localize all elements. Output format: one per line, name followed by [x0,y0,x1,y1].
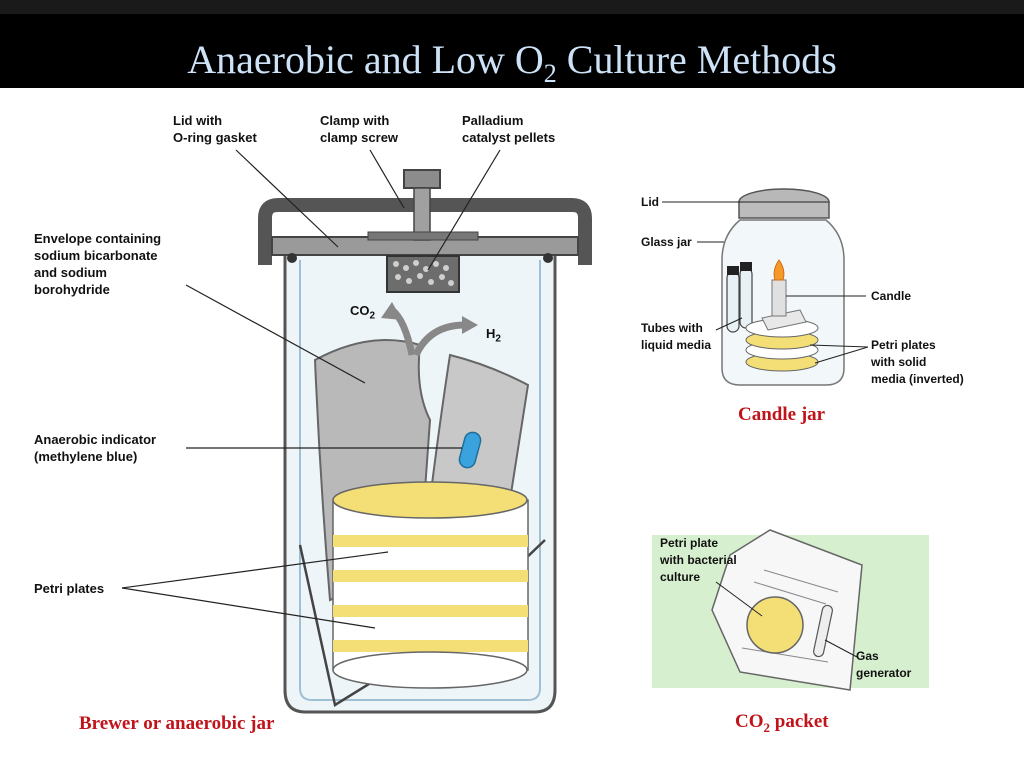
palladium-basket [386,255,460,293]
label-candle-lid: Lid [641,195,659,209]
title-bar: Anaerobic and Low O2 Culture Methods [0,0,1024,88]
label-glass-jar: Glass jar [641,235,692,249]
caption-co2-packet: CO2 packet [735,711,829,735]
label-candle: Candle [871,289,912,303]
label-clamp-screw: Clamp with clamp screw [320,113,399,145]
label-anaerobic-indicator: Anaerobic indicator (methylene blue) [34,432,157,464]
label-lid-o-ring: Lid with O-ring gasket [173,113,257,145]
culture-tube-2 [739,267,753,329]
candle [771,279,787,317]
candle-flame [773,259,785,281]
label-tubes-liquid: Tubes with liquid media [641,321,712,352]
slide-title: Anaerobic and Low O2 Culture Methods [187,37,837,88]
label-petri-solid: Petri plates with solid media (inverted) [871,338,964,386]
caption-candle-jar: Candle jar [738,404,826,425]
culture-tube-1 [726,271,740,333]
label-h2-gas: H2 [486,326,501,345]
candle-jar [662,188,869,386]
label-co2-gas: CO2 [350,303,376,322]
label-packet-petri: Petri plate with bacterial culture [660,536,737,584]
brewer-jar [121,149,592,714]
label-palladium-pellets: Palladium catalyst pellets [462,113,556,145]
anaerobic-indicator [458,431,482,469]
packet-petri-plate [746,596,804,654]
caption-brewer-jar: Brewer or anaerobic jar [79,713,275,734]
co2-packet [652,529,929,691]
gas-generator-tube [813,604,833,658]
clamp-screw-head [403,169,441,189]
label-envelope: Envelope containing sodium bicarbonate a… [34,231,162,297]
petri-plate-stack [332,481,529,689]
h2-arrow [412,321,466,357]
label-gas-generator: Gas generator [856,649,912,680]
label-petri-plates: Petri plates [34,581,105,596]
